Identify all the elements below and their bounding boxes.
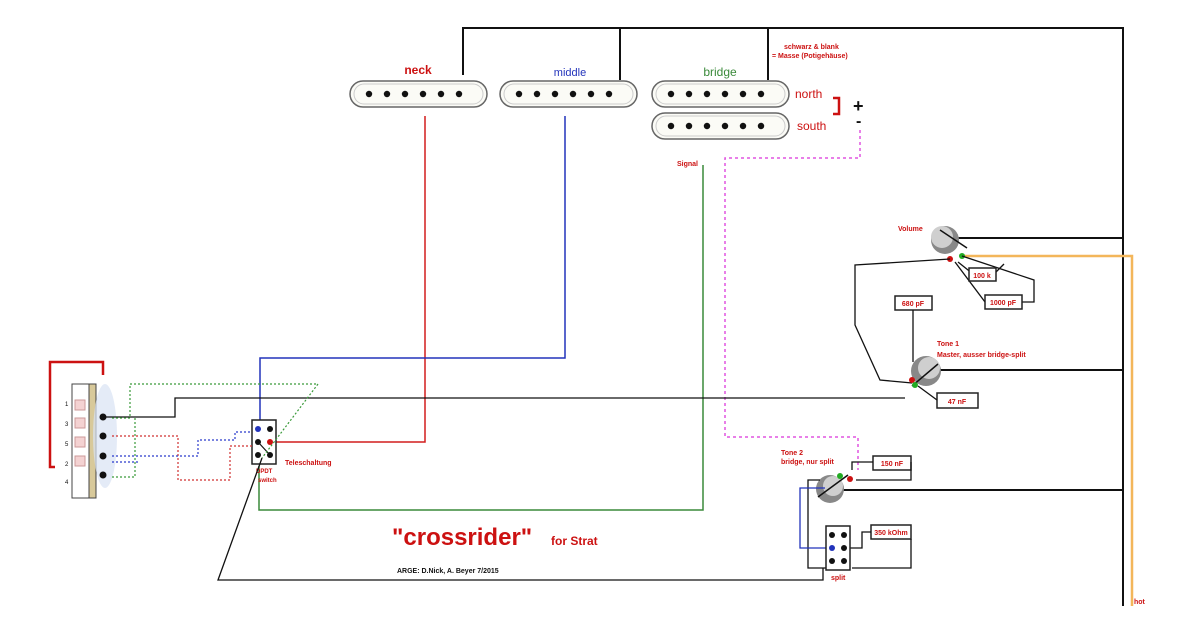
cap-1000pf-label: 1000 pF [990, 300, 1017, 307]
tone1-label-line2: Master, ausser bridge-split [937, 352, 1026, 359]
tone1-label-line1: Tone 1 [937, 341, 959, 348]
tone2-pot [816, 473, 853, 503]
volume-pot [931, 226, 968, 262]
credit: ARGE: D.Nick, A. Beyer 7/2015 [397, 568, 499, 575]
hot-output-wire [962, 254, 1134, 606]
hot-label: hot [1134, 599, 1146, 606]
minus-sign: - [856, 113, 861, 130]
tone1-pot [909, 356, 941, 388]
signal-label: Signal [677, 161, 698, 168]
pickup-neck [349, 80, 488, 108]
volume-label: Volume [898, 226, 923, 233]
split-label: split [831, 575, 846, 582]
teleschaltung-label: Teleschaltung [285, 460, 332, 467]
bridge-signal-wire [258, 165, 704, 511]
cap-680pf-label: 680 pF [902, 301, 925, 308]
plus-sign: + [853, 96, 864, 116]
selector-green-dotted [112, 383, 320, 459]
resistor-100k [968, 267, 997, 282]
switch-num-4: 4 [65, 480, 69, 486]
ground-note-line1: schwarz & blank [784, 44, 839, 51]
dpdt-label-line2: switch [258, 478, 277, 484]
switch-num-3: 3 [65, 422, 69, 428]
series-bracket [833, 96, 841, 116]
ground-note-line2: = Masse (Potigehäuse) [772, 53, 848, 60]
resistor-350kohm-label: 350 kOhm [874, 530, 907, 537]
middle-hot-wire [259, 116, 566, 426]
resistor-100k-label: 100 k [973, 273, 991, 280]
cap-47nf [936, 392, 979, 409]
tone2-label-line1: Tone 2 [781, 450, 803, 457]
cap-47nf-label: 47 nF [948, 399, 967, 406]
selector-red-dotted [112, 435, 252, 481]
neck-hot-wire [272, 116, 426, 443]
dpdt-switch [251, 419, 277, 465]
bridge-label: bridge [703, 65, 737, 79]
split-magenta-wire [724, 130, 861, 470]
title-main: "crossrider" [392, 524, 532, 551]
tone2-label-line2: bridge, nur split [781, 459, 835, 466]
north-label: north [795, 87, 822, 101]
title-sub: for Strat [551, 534, 598, 548]
cap-150nf-label: 150 nF [881, 461, 904, 468]
cap-1000pf [984, 294, 1023, 310]
middle-label: middle [554, 67, 586, 79]
ground-bus [462, 27, 1124, 606]
pickup-bridge-south [651, 112, 790, 140]
split-switch [825, 525, 851, 571]
south-label: south [797, 119, 826, 133]
pickup-bridge-north [651, 80, 790, 108]
pickup-middle [499, 80, 638, 108]
selector-switch [48, 360, 117, 499]
switch-num-2: 2 [65, 462, 69, 468]
dpdt-label-line1: DPDT [256, 469, 273, 475]
switch-num-5: 5 [65, 442, 69, 448]
switch-num-1: 1 [65, 402, 69, 408]
neck-label: neck [404, 63, 432, 77]
selector-blue-dotted [112, 431, 252, 457]
